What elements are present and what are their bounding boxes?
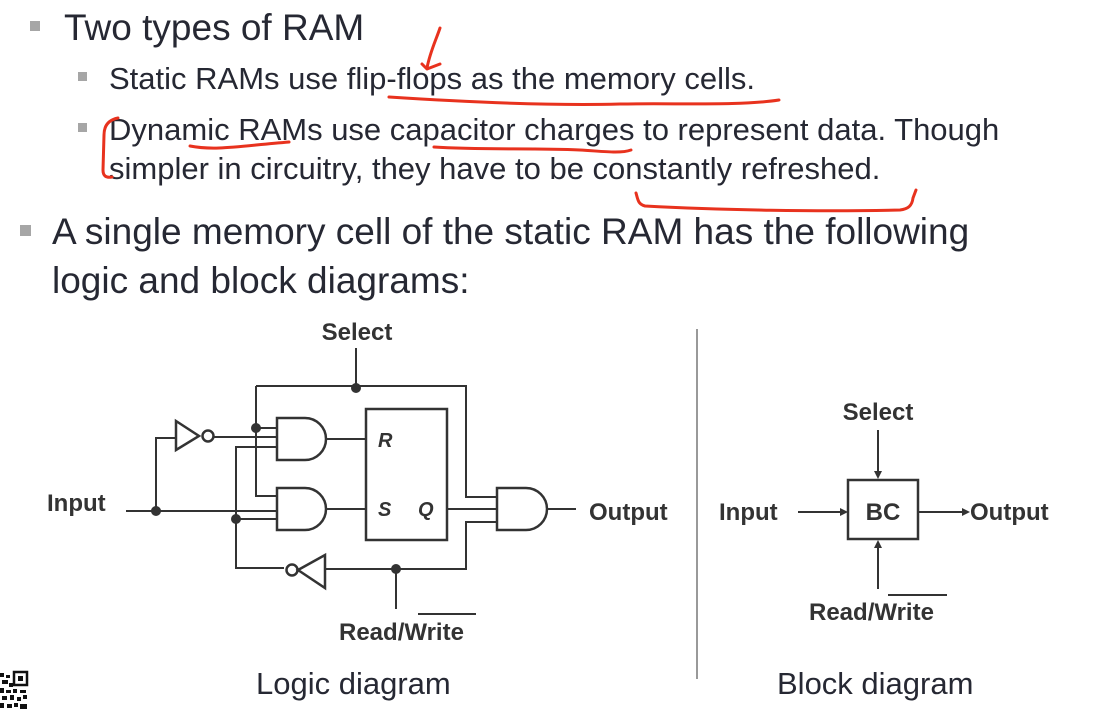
and-gate-r <box>275 416 328 462</box>
memory-cell-text-line2: logic and block diagrams: <box>52 260 470 301</box>
block-input-label: Input <box>719 499 778 526</box>
flip-flop-s-label: S <box>378 499 392 521</box>
junction-dot <box>351 383 361 393</box>
bullet-marker <box>20 225 31 236</box>
bracket-annotation <box>101 116 120 179</box>
dynamic-ram-text-line2: simpler in circuitry, they have to be co… <box>109 151 881 186</box>
rw-inverted-wire <box>235 518 284 569</box>
block-select-label: Select <box>843 399 914 426</box>
memory-cell-text-line1: A single memory cell of the static RAM h… <box>52 211 970 252</box>
bullet-marker <box>78 72 87 81</box>
dynamic-ram-text-line1: Dynamic RAMs use capacitor charges to re… <box>109 112 1000 147</box>
junction-dot <box>151 506 161 516</box>
logic-select-label: Select <box>322 319 393 346</box>
flip-flop-r-label: R <box>378 430 393 452</box>
bc-label: BC <box>866 499 901 526</box>
logic-diagram: Select Input Output Read/Write <box>47 319 668 701</box>
underline-annotation <box>387 95 781 106</box>
junction-dot <box>391 564 401 574</box>
and-gate-output <box>495 486 549 532</box>
bullet-marker <box>78 123 87 132</box>
block-read-write-label: Read/Write <box>809 599 934 626</box>
sr-flip-flop <box>364 407 449 542</box>
input-to-inverter-wire <box>155 437 176 511</box>
logic-input-label: Input <box>47 490 106 517</box>
arrow-annotation <box>420 26 442 71</box>
inverter-bubble <box>201 429 215 443</box>
junction-dot <box>231 514 241 524</box>
bc-block <box>846 478 920 541</box>
heading-two-types-of-ram: Two types of RAM <box>64 7 365 48</box>
flip-flop-q-label: Q <box>418 499 434 521</box>
underline-annotation <box>634 188 918 213</box>
pen-annotations <box>101 26 918 213</box>
arrowhead-icon <box>962 508 970 516</box>
rw-to-and1-wire <box>235 446 277 518</box>
rw-inverter-gate <box>295 552 327 591</box>
qr-code <box>0 670 29 712</box>
block-diagram: Select Input BC Output Read/Write Block … <box>719 399 1049 701</box>
and-gate-s <box>275 486 328 532</box>
arrowhead-icon <box>874 471 882 479</box>
junction-dot <box>251 423 261 433</box>
logic-diagram-caption: Logic diagram <box>256 666 451 701</box>
logic-read-write-label: Read/Write <box>339 619 464 646</box>
block-diagram-caption: Block diagram <box>777 666 973 701</box>
underline-annotation <box>432 145 633 154</box>
block-output-label: Output <box>970 499 1049 526</box>
arrowhead-icon <box>874 540 882 548</box>
input-inverter-gate <box>174 418 202 453</box>
bullet-marker <box>30 21 40 31</box>
logic-output-label: Output <box>589 499 668 526</box>
underline-annotation <box>188 140 291 150</box>
select-bus-wire <box>256 385 497 498</box>
arrowhead-icon <box>840 508 848 516</box>
select-to-and2-wire <box>255 386 277 497</box>
